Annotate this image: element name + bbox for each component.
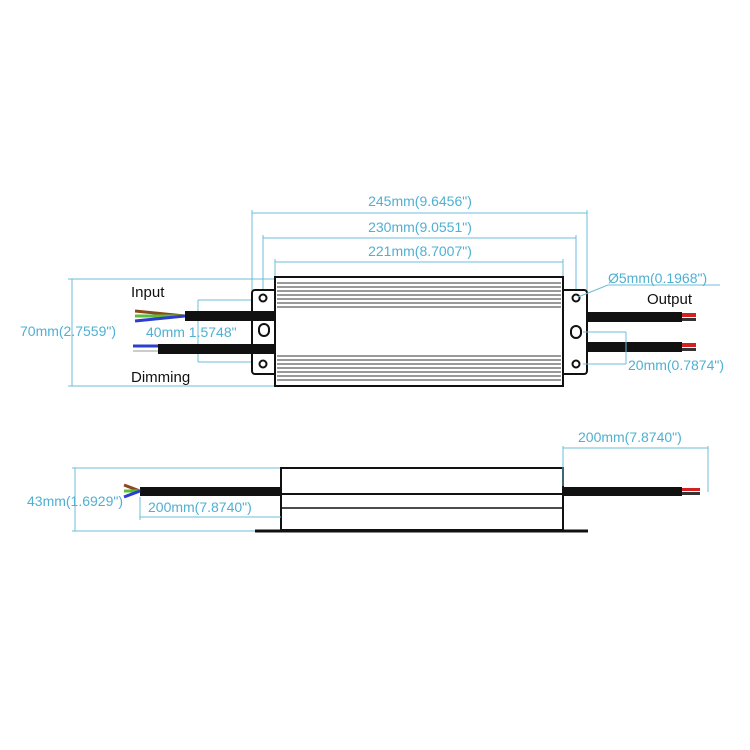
height-label: 43mm(1.6929") <box>27 493 123 509</box>
mounting-hole <box>258 293 268 303</box>
mounting-hole <box>571 293 581 303</box>
cooling-fins <box>277 282 561 381</box>
width-label: 70mm(2.7559") <box>20 323 116 339</box>
length-dimensions: 245mm(9.6456") 230mm(9.0551") 221mm(8.70… <box>251 193 588 295</box>
mounting-hole <box>258 359 268 369</box>
input-cable-length-label: 200mm(7.8740") <box>148 499 252 515</box>
output-cable-side <box>562 487 682 496</box>
output-label: Output <box>647 291 693 308</box>
dimming-cable <box>133 344 275 354</box>
overall-length-label: 245mm(9.6456") <box>368 193 472 209</box>
housing-side <box>280 467 564 531</box>
mounting-hole <box>571 359 581 369</box>
input-cable-spacing-label: 40mm 1.5748" <box>146 324 237 340</box>
mounting-slot <box>570 325 582 339</box>
input-label: Input <box>131 284 165 301</box>
side-view: 43mm(1.6929") 200mm(7.8740") 200mm(7.874… <box>27 429 709 533</box>
input-cable <box>134 309 275 323</box>
housing-top <box>274 276 564 387</box>
body-length-label: 221mm(8.7007") <box>368 243 472 259</box>
hole-diameter-label: Ø5mm(0.1968") <box>608 270 707 286</box>
top-view: 245mm(9.6456") 230mm(9.0551") 221mm(8.70… <box>20 193 724 387</box>
dimming-label: Dimming <box>131 369 190 386</box>
input-cable-side <box>140 487 282 496</box>
output-cable-length-label: 200mm(7.8740") <box>578 429 682 445</box>
output-cable-spacing-label: 20mm(0.7874") <box>628 357 724 373</box>
hole-spacing-label: 230mm(9.0551") <box>368 219 472 235</box>
mounting-slot <box>258 323 270 337</box>
output-cables <box>587 312 696 352</box>
